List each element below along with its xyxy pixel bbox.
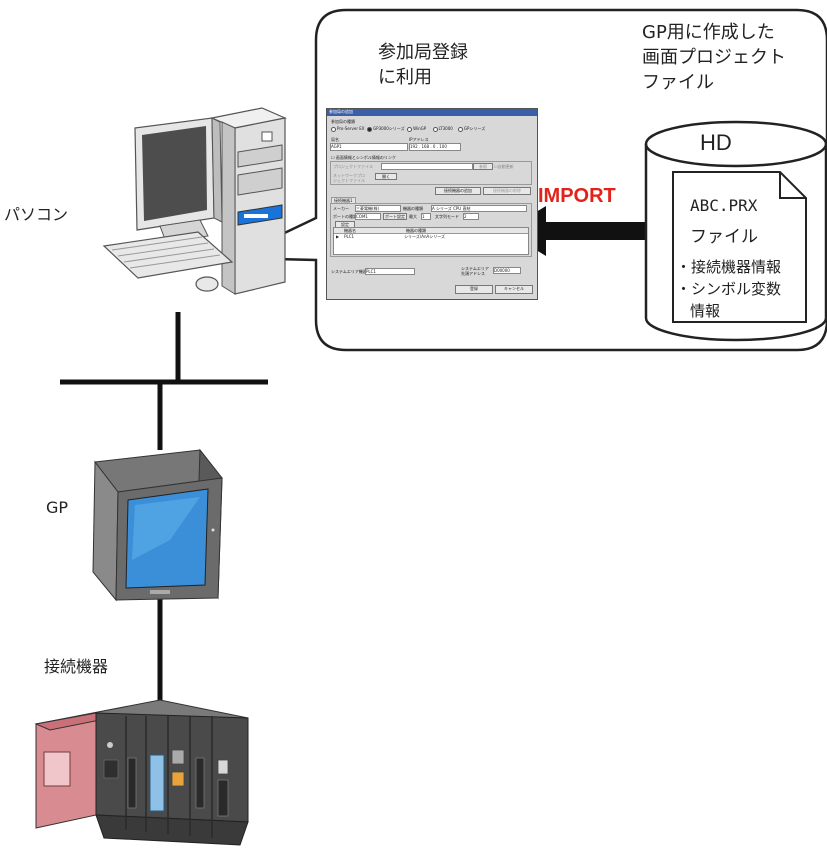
- device-section: メーカー 三菱電機(株) 機器の種類 A シリーズ CPU 直結 ポートの種類 …: [330, 203, 532, 257]
- network-project-option[interactable]: ネットワークプロジェクトファイル: [333, 173, 365, 183]
- file-info-item: 情報: [690, 302, 721, 320]
- col-ip-header: IPアドレス: [409, 137, 429, 142]
- station-option[interactable]: LT3000: [432, 126, 453, 132]
- station-option[interactable]: WinGP: [407, 126, 426, 132]
- project-file-option[interactable]: プロジェクトファイル: [333, 164, 373, 169]
- col-name-header: 局名: [331, 137, 339, 142]
- station-option[interactable]: Pro-Server EX: [331, 126, 365, 132]
- station-option[interactable]: GP3000シリーズ: [367, 126, 405, 132]
- callout-right-text: GP用に作成した 画面プロジェクト ファイル: [642, 20, 786, 95]
- dialog-title: 参加局の追加: [327, 109, 537, 116]
- register-button[interactable]: 登録: [455, 285, 493, 294]
- system-addr-input[interactable]: D00000: [493, 267, 521, 274]
- delete-device-button[interactable]: 接続機器の削除: [483, 187, 531, 195]
- gp-label: GP: [46, 498, 69, 517]
- import-label: IMPORT: [538, 185, 616, 207]
- auto-update-checkbox[interactable]: ☐自動更新: [494, 164, 514, 169]
- system-area-label: システムエリア機器: [331, 269, 367, 274]
- pc-label: パソコン: [4, 205, 69, 224]
- station-name-input[interactable]: AGP1: [330, 143, 408, 151]
- maker-label: メーカー: [333, 206, 349, 211]
- link-section: プロジェクトファイル 参照 ☐自動更新 ネットワークプロジェクトファイル 開く: [330, 161, 532, 185]
- count-label: 最大: [409, 214, 417, 219]
- system-addr-label: システムエリア先頭アドレス: [461, 266, 489, 276]
- port-label: ポートの種類: [333, 214, 357, 219]
- callout-left-text: 参加局登録 に利用: [378, 40, 468, 90]
- hd-label: HD: [700, 130, 732, 155]
- system-area-select[interactable]: PLC1: [365, 268, 415, 275]
- ip-address-input[interactable]: 192 . 168 . 0 . 100: [409, 143, 461, 151]
- file-type: ファイル: [690, 227, 758, 247]
- add-station-dialog: 参加局の追加 参加局の種類 Pro-Server EX GP3000シリーズ W…: [326, 108, 538, 300]
- open-button[interactable]: 開く: [375, 173, 397, 180]
- device-icon: [34, 699, 249, 846]
- ref-button[interactable]: 参照: [473, 163, 493, 170]
- file-info-item: ・シンボル変数: [676, 280, 782, 298]
- callout-left-line: に利用: [378, 67, 432, 88]
- file-name: ABC.PRX: [690, 196, 758, 215]
- cancel-button[interactable]: キャンセル: [495, 285, 533, 294]
- link-checkbox[interactable]: ☐ 画面情報とシンボル情報のリンク: [331, 155, 396, 160]
- station-option[interactable]: GPシリーズ: [457, 126, 485, 132]
- port-select[interactable]: COM1: [355, 213, 381, 220]
- project-file-input[interactable]: [381, 163, 473, 170]
- callout-right-line: ファイル: [642, 72, 714, 93]
- series-label: 機器の種類: [403, 206, 423, 211]
- gp-icon: [92, 448, 223, 602]
- callout-right-line: GP用に作成した: [642, 22, 775, 43]
- device-list-header: 機器名機器の種類: [334, 228, 528, 234]
- count-input[interactable]: 1: [421, 213, 431, 220]
- station-type-label: 参加局の種類: [331, 119, 355, 124]
- callout-left-line: 参加局登録: [378, 42, 468, 63]
- series-select[interactable]: A シリーズ CPU 直結: [431, 205, 527, 212]
- pc-icon: [102, 107, 287, 295]
- file-info-list: ・接続機器情報 ・シンボル変数 情報: [676, 256, 781, 322]
- device-label: 接続機器: [44, 657, 109, 676]
- file-info-item: ・接続機器情報: [676, 258, 782, 276]
- file-document: [672, 171, 807, 323]
- text-mode-input[interactable]: 2: [463, 213, 479, 220]
- maker-select[interactable]: 三菱電機(株): [355, 205, 401, 212]
- port-setting-button[interactable]: ポート設定: [383, 213, 407, 220]
- text-mode-label: 文字列モード: [435, 214, 459, 219]
- station-type-options: Pro-Server EX GP3000シリーズ WinGP LT3000 GP…: [331, 126, 533, 132]
- add-device-button[interactable]: 接続機器の追加: [435, 187, 481, 195]
- callout-right-line: 画面プロジェクト: [642, 47, 786, 68]
